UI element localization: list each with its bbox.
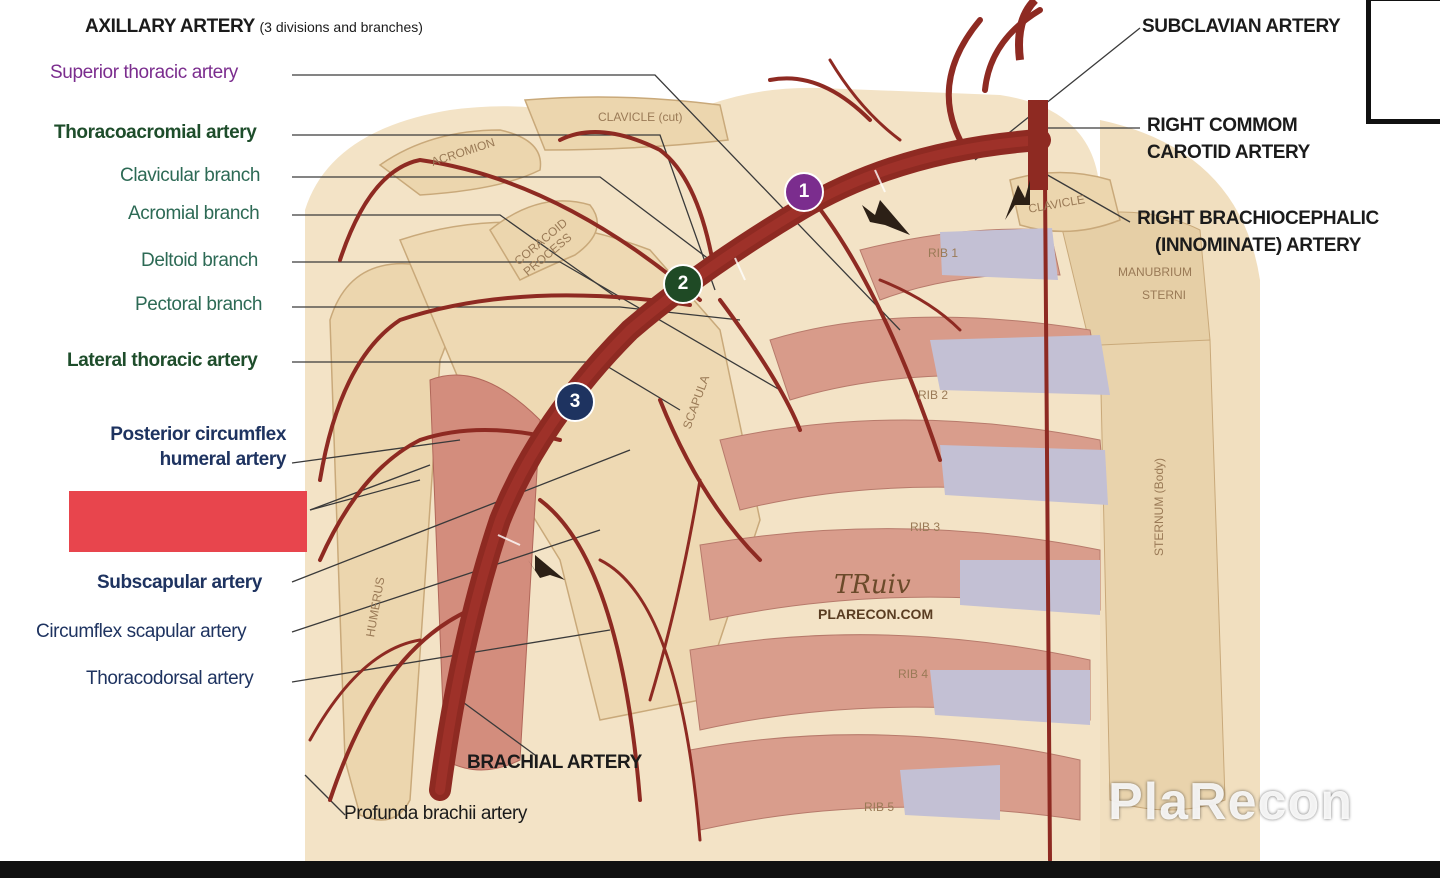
- subclavian-proximal: [1015, 0, 1038, 61]
- clavicle-cut-label: CLAVICLE (cut): [598, 110, 683, 124]
- branch-profunda: [328, 608, 472, 802]
- division-marker-1: [874, 169, 886, 193]
- rib-5-label: RIB 5: [864, 800, 895, 814]
- leader-lines: [291, 27, 1141, 816]
- branch-superior-thoracic: [803, 188, 942, 462]
- leader-acromial: [292, 214, 621, 301]
- label-clavicular-branch: Clavicular branch: [120, 165, 260, 186]
- leader-deltoid: [292, 261, 781, 391]
- label-acromial-branch: Acromial branch: [128, 203, 260, 224]
- sternum-label: STERNUM (Body): [1152, 457, 1167, 557]
- label-profunda-brachii-artery: Profunda brachii artery: [344, 803, 528, 824]
- leader-thoracodorsal: [291, 629, 611, 683]
- label-brachial-artery: BRACHIAL ARTERY: [467, 752, 642, 773]
- branch-thoracoacromial-clav: [558, 130, 717, 277]
- label-posterior-circumflex-line1: Posterior circumflex: [110, 424, 286, 445]
- rib-3-cartilage: [940, 445, 1108, 505]
- label-deltoid-branch: Deltoid branch: [141, 250, 258, 271]
- title-main: AXILLARY ARTERY: [85, 16, 255, 37]
- label-subclavian-artery: SUBCLAVIAN ARTERY: [1142, 16, 1341, 37]
- artery-highlight: [435, 135, 1045, 795]
- rib-cage: [689, 228, 1110, 831]
- division-marker-3: [497, 534, 521, 546]
- branch-posterior-circumflex: [318, 428, 562, 562]
- branch-deltoid: [318, 293, 692, 482]
- branch-sup-thor-2: [878, 278, 962, 332]
- branch-circumflex-scapular: [598, 558, 702, 842]
- rib-2-cartilage: [930, 335, 1110, 395]
- label-brachiocephalic-line2: (INNOMINATE) ARTERY: [1155, 235, 1361, 256]
- branch-neck-1: [982, 7, 1043, 93]
- branch-lateral-thoracic-2: [648, 478, 702, 702]
- label-posterior-circumflex-humeral-artery: Posterior circumflex humeral artery: [60, 424, 286, 471]
- clavicle-cut-bone: [523, 96, 729, 151]
- label-right-brachiocephalic-artery: RIGHT BRACHIOCEPHALIC (INNOMINATE) ARTER…: [1128, 208, 1388, 257]
- artist-signature: TRuiv: [834, 570, 911, 600]
- arrow-1: [862, 200, 910, 235]
- label-carotid-line1: RIGHT COMMOM: [1147, 115, 1298, 136]
- division-badge-2: 2: [663, 264, 703, 304]
- leader-thoracoacromial: [292, 134, 716, 291]
- arrow-2: [1005, 180, 1030, 220]
- corner-overlay-box: [1366, 0, 1440, 124]
- rib-4-label: RIB 4: [898, 667, 929, 681]
- label-subscapular-artery: Subscapular artery: [97, 572, 262, 593]
- label-thoracoacromial-artery: Thoracoacromial artery: [54, 122, 257, 143]
- branch-neck-4: [828, 58, 902, 142]
- plarecon-watermark: PlaRecon: [1108, 773, 1353, 831]
- branch-acromial: [338, 157, 702, 302]
- rib-1-label: RIB 1: [928, 246, 959, 260]
- branch-lateral-thoracic: [658, 398, 762, 562]
- arrows: [528, 180, 1030, 580]
- rib-1-cartilage: [940, 228, 1058, 280]
- division-marker-2: [734, 257, 746, 281]
- division-badge-1: 1: [784, 172, 824, 212]
- leader-posterior-circumflex: [291, 439, 461, 464]
- division-markers: [497, 169, 886, 546]
- label-brachiocephalic-line1: RIGHT BRACHIOCEPHALIC: [1137, 208, 1379, 229]
- label-posterior-circumflex-line2: humeral artery: [159, 449, 287, 470]
- leader-superior-thoracic: [292, 74, 901, 331]
- division-badge-3: 3: [555, 382, 595, 422]
- label-lateral-thoracic-artery: Lateral thoracic artery: [67, 350, 258, 371]
- branch-thoracic-internal: [1043, 178, 1052, 862]
- sterni-label: STERNI: [1142, 288, 1187, 302]
- leader-pectoral: [292, 306, 741, 321]
- leader-profunda: [304, 774, 346, 816]
- bottom-bar: [0, 861, 1440, 878]
- label-circumflex-scapular-artery: Circumflex scapular artery: [36, 621, 247, 642]
- leader-redbox-1: [309, 464, 431, 511]
- branch-neck-3: [768, 76, 872, 122]
- leader-clavicular: [292, 176, 711, 261]
- redacted-label-box[interactable]: [69, 491, 307, 552]
- branch-profunda-2: [308, 638, 422, 742]
- site-name-text: PLARECON.COM: [818, 606, 934, 622]
- label-carotid-line2: CAROTID ARTERY: [1147, 142, 1310, 163]
- branch-pectoral: [718, 298, 802, 432]
- title-sub: (3 divisions and branches): [259, 19, 423, 35]
- rib-4-cartilage: [960, 560, 1100, 615]
- arrow-3: [528, 555, 565, 580]
- leader-subscapular: [291, 449, 631, 583]
- title-block: AXILLARY ARTERY (3 divisions and branche…: [85, 16, 423, 38]
- leader-brachial: [459, 699, 536, 756]
- sternum-body: [1099, 339, 1226, 811]
- leader-redbox-2: [309, 479, 421, 511]
- branch-subscapular: [538, 498, 642, 802]
- label-right-common-carotid-artery: RIGHT COMMOM CAROTID ARTERY: [1147, 115, 1310, 164]
- manubrium-label: MANUBRIUM: [1118, 265, 1192, 279]
- branch-neck-2: [945, 17, 983, 143]
- label-superior-thoracic-artery: Superior thoracic artery: [50, 62, 238, 83]
- label-thoracodorsal-artery: Thoracodorsal artery: [86, 668, 254, 689]
- leader-circumflex-scapular: [291, 529, 601, 633]
- arterial-branches: [308, 7, 1052, 862]
- rib-2-label: RIB 2: [918, 388, 949, 402]
- label-pectoral-branch: Pectoral branch: [135, 294, 263, 315]
- rib-6-cartilage: [900, 765, 1000, 820]
- rib-3-label: RIB 3: [910, 520, 941, 534]
